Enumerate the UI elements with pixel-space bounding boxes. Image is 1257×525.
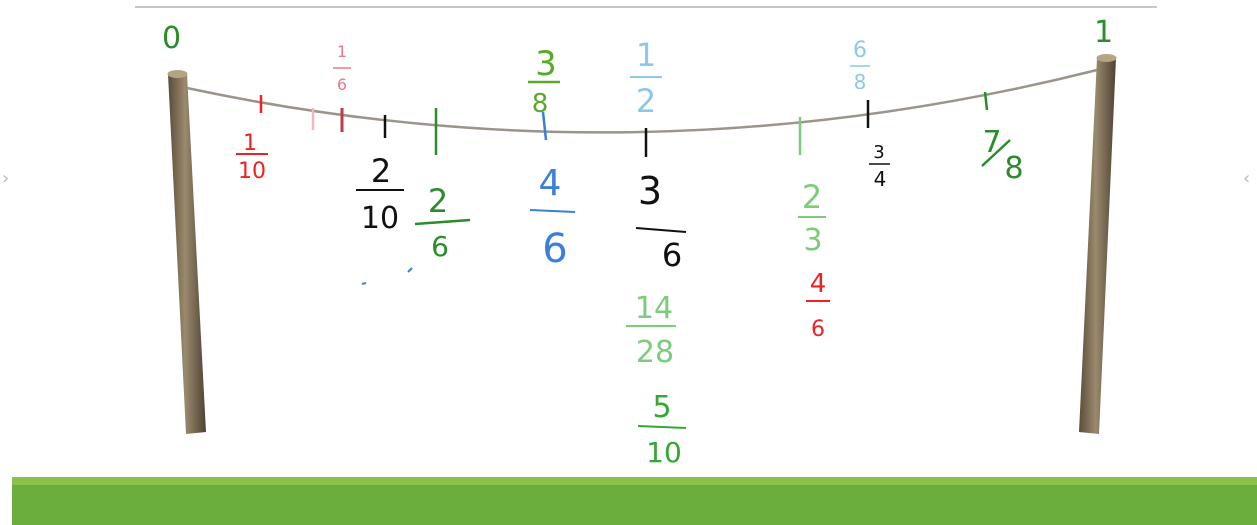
fraction-4-6-blue: 4 6 xyxy=(529,163,576,272)
fraction-numerator: 6 xyxy=(853,38,867,63)
fraction-numerator: 2 xyxy=(802,178,822,216)
fraction-numerator: 4 xyxy=(810,269,827,299)
fraction-3-4-black: 3 4 xyxy=(869,142,890,191)
fraction-denominator: 8 xyxy=(854,70,867,94)
fraction-numerator: 5 xyxy=(652,390,671,425)
fraction-bar xyxy=(414,218,471,226)
chevron-left-icon: › xyxy=(2,168,10,189)
tick-marks xyxy=(259,91,989,157)
footer-bar xyxy=(12,477,1257,525)
fraction-numerator: 4 xyxy=(539,163,562,204)
rope xyxy=(186,68,1098,134)
stray-mark xyxy=(361,282,367,285)
fraction-numerator: 1 xyxy=(337,42,347,61)
fraction-denominator: 3 xyxy=(803,223,822,258)
fraction-denominator: 4 xyxy=(874,167,887,191)
endpoint-label-one: 1 xyxy=(1094,15,1113,50)
fraction-numerator: 2 xyxy=(428,182,448,220)
fraction-numerator: 1 xyxy=(243,131,257,156)
fraction-numerator: 2 xyxy=(371,152,391,190)
fraction-1-10-red: 1 10 xyxy=(236,131,268,184)
fraction-denominator: 6 xyxy=(431,230,449,263)
fraction-denominator: 6 xyxy=(662,236,682,274)
fraction-14-28-lightgreen: 14 28 xyxy=(626,291,676,370)
fraction-denominator: 6 xyxy=(811,317,825,342)
fraction-4-6-red: 4 6 xyxy=(806,269,830,342)
fraction-numerator: 3 xyxy=(535,44,557,84)
fraction-denominator: 10 xyxy=(646,436,682,469)
top-divider xyxy=(135,6,1157,8)
right-pole xyxy=(1079,54,1117,434)
previous-slide-button[interactable]: › xyxy=(2,168,9,189)
tick-mark xyxy=(983,91,989,111)
fraction-numerator: 14 xyxy=(635,291,673,326)
fraction-bar xyxy=(635,227,687,233)
next-slide-button[interactable]: ‹ xyxy=(1243,168,1250,189)
fraction-2-10-black: 2 10 xyxy=(356,152,404,236)
fraction-bar xyxy=(981,139,1011,167)
fraction-bar xyxy=(637,425,687,429)
chevron-right-icon: ‹ xyxy=(1243,168,1251,189)
fraction-numerator: 1 xyxy=(636,36,656,74)
fraction-1-6-pink: 1 6 xyxy=(333,42,351,94)
fraction-3-6-black: 3 6 xyxy=(635,169,687,274)
endpoint-label-zero: 0 xyxy=(162,21,181,56)
fraction-bar xyxy=(529,209,576,213)
fraction-denominator: 28 xyxy=(636,335,674,370)
tick-mark xyxy=(541,111,548,141)
fraction-5-10-green: 5 10 xyxy=(637,390,687,469)
fraction-numerator: 3 xyxy=(873,142,884,163)
fraction-7-8-green: 7 8 xyxy=(981,125,1024,186)
fraction-numerator: 7 xyxy=(982,125,1001,160)
fraction-denominator: 6 xyxy=(542,226,567,272)
fraction-6-8-lightblue: 6 8 xyxy=(850,38,870,94)
fraction-denominator: 8 xyxy=(1004,151,1023,186)
fraction-denominator: 8 xyxy=(532,89,549,119)
stray-mark xyxy=(407,267,413,273)
left-pole xyxy=(167,70,206,434)
fraction-3-8-olive: 3 8 xyxy=(528,44,560,119)
fraction-numerator: 3 xyxy=(638,169,662,213)
fraction-2-3-lightgreen: 2 3 xyxy=(798,178,826,258)
fraction-denominator: 2 xyxy=(636,82,656,120)
fraction-denominator: 6 xyxy=(337,75,347,94)
fraction-2-6-green: 2 6 xyxy=(414,182,471,263)
fraction-denominator: 10 xyxy=(238,159,266,184)
fraction-denominator: 10 xyxy=(361,201,399,236)
fraction-1-2-lightblue: 1 2 xyxy=(630,36,662,120)
